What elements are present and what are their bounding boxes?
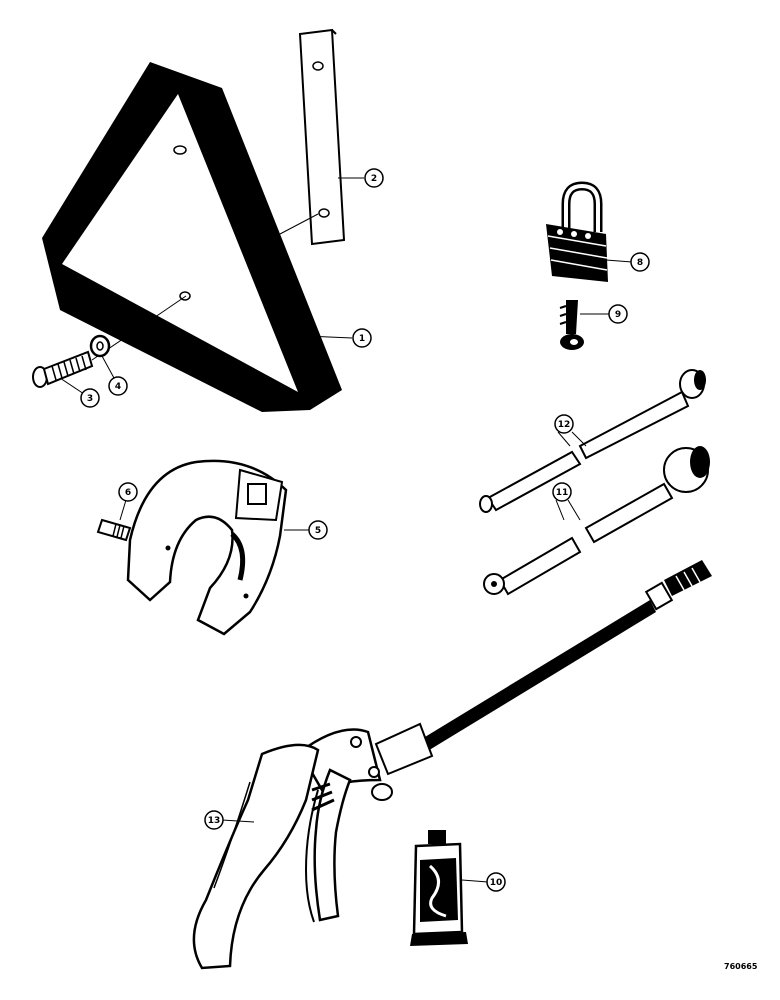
callout-4: 4 — [108, 376, 128, 396]
callout-2: 2 — [364, 168, 384, 188]
leader-lines — [59, 177, 633, 883]
svg-text:11: 11 — [556, 488, 569, 498]
grease-tube — [410, 830, 468, 946]
bracket-bolt-leader — [279, 213, 319, 235]
svg-text:5: 5 — [315, 526, 321, 536]
callout-13: 13 — [204, 810, 224, 830]
callout-5: 5 — [308, 520, 328, 540]
pin — [96, 518, 132, 542]
grease-gun — [192, 560, 712, 970]
svg-text:10: 10 — [490, 878, 503, 888]
svg-text:12: 12 — [558, 420, 571, 430]
svg-text:8: 8 — [637, 258, 643, 268]
svg-text:4: 4 — [115, 382, 121, 392]
callout-9: 9 — [608, 304, 628, 324]
washer — [89, 334, 111, 358]
smv-emblem-triangle — [42, 62, 342, 412]
mounting-bracket — [298, 28, 346, 246]
callout-10: 10 — [486, 872, 506, 892]
extension-rod-lower — [483, 446, 710, 596]
callout-8: 8 — [630, 252, 650, 272]
svg-text:3: 3 — [87, 394, 93, 404]
bolt — [32, 350, 94, 388]
svg-text:13: 13 — [208, 816, 221, 826]
horseshoe-bracket — [126, 459, 288, 636]
callout-3: 3 — [80, 388, 100, 408]
callout-6: 6 — [118, 482, 138, 502]
extension-rod-upper — [479, 369, 706, 513]
callout-11: 11 — [552, 482, 572, 502]
key — [559, 300, 584, 350]
callout-1: 1 — [352, 328, 372, 348]
figure-id-label: 760665 — [724, 962, 758, 971]
svg-text:9: 9 — [615, 310, 621, 320]
svg-text:2: 2 — [371, 174, 377, 184]
svg-text:6: 6 — [125, 488, 131, 498]
svg-text:1: 1 — [359, 334, 365, 344]
callout-12: 12 — [554, 414, 574, 434]
padlock — [546, 181, 608, 282]
